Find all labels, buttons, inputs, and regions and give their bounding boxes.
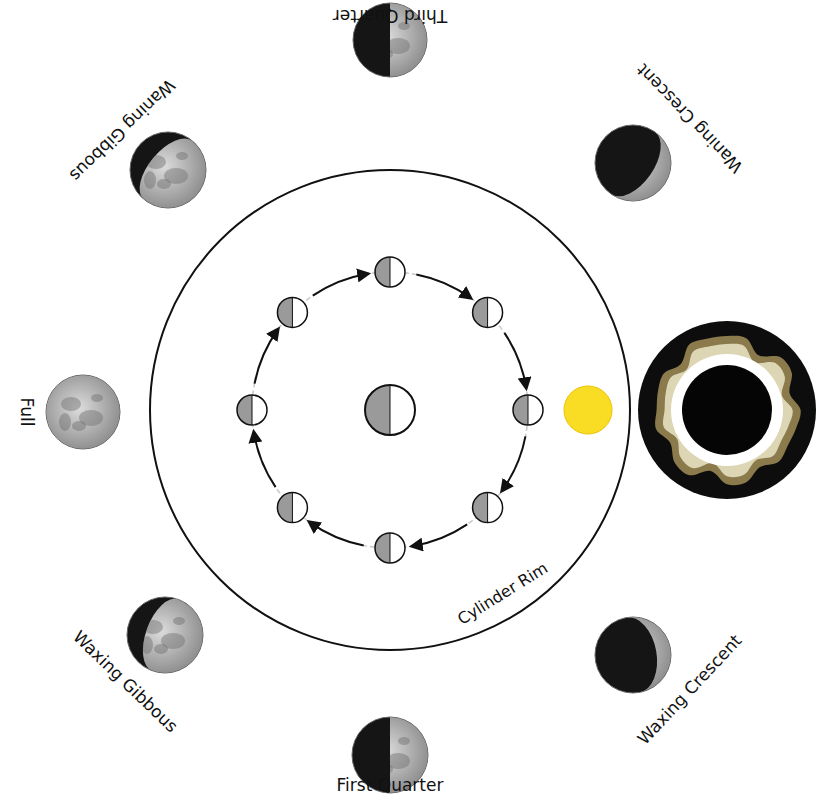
earth bbox=[365, 385, 415, 435]
phase-label: Waxing Gibbous bbox=[69, 627, 181, 737]
orbit-moon bbox=[237, 395, 267, 425]
orbit-arrow bbox=[412, 524, 468, 546]
orbit-path bbox=[252, 272, 528, 548]
sun bbox=[564, 386, 612, 434]
solar-eclipse bbox=[638, 321, 816, 499]
orbit-moon bbox=[473, 297, 503, 327]
moon-phase-picture bbox=[46, 375, 120, 449]
orbit-moon bbox=[375, 533, 405, 563]
orbit-moon bbox=[277, 297, 307, 327]
orbit-arrow bbox=[313, 274, 369, 296]
orbit-arrow bbox=[504, 333, 526, 389]
orbit-arrow bbox=[255, 329, 279, 384]
orbit-arrow bbox=[254, 432, 276, 488]
phase-label: Full bbox=[16, 397, 36, 426]
phase-label: Waning Gibbous bbox=[66, 75, 179, 185]
orbit-moon bbox=[375, 257, 405, 287]
orbit-arrow bbox=[502, 436, 526, 491]
cylinder-rim bbox=[150, 170, 630, 650]
phase-label: Waning Crescent bbox=[633, 60, 747, 177]
rim-label: Cylinder Rim bbox=[455, 559, 552, 629]
moon-phase-picture bbox=[595, 125, 671, 201]
phase-label: First Quarter bbox=[337, 776, 444, 796]
phase-label: Waxing Crescent bbox=[634, 631, 746, 749]
moon-phase-picture bbox=[595, 617, 671, 693]
orbit-arrow bbox=[416, 275, 471, 299]
orbit-moon bbox=[513, 395, 543, 425]
moon-phase-picture bbox=[130, 132, 206, 208]
orbit-moon bbox=[277, 493, 307, 523]
orbit-moon bbox=[473, 493, 503, 523]
orbit-arrow bbox=[309, 522, 364, 546]
moon-phase-picture bbox=[127, 597, 203, 673]
phase-label: Third Quarter bbox=[333, 5, 447, 25]
